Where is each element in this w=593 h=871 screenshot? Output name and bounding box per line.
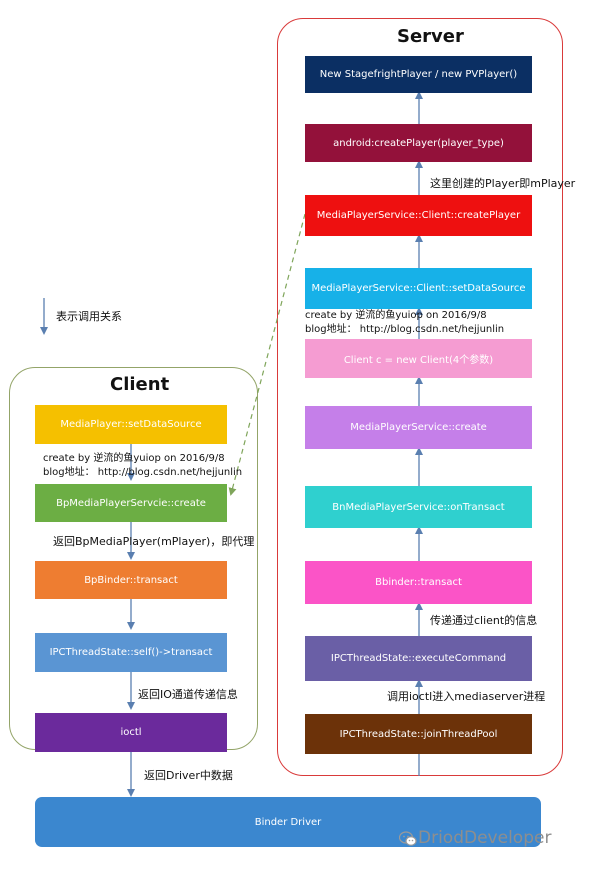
box-bn-on-transact: BnMediaPlayerService::onTransact — [305, 486, 532, 528]
box-bp-binder-transact: BpBinder::transact — [35, 561, 227, 599]
box-ioctl: ioctl — [35, 713, 227, 752]
note-client-info: 传递通过client的信息 — [430, 614, 538, 627]
note-ioctl: 调用ioctl进入mediaserver进程 — [387, 690, 546, 703]
box-set-data-source: MediaPlayer::setDataSource — [35, 405, 227, 444]
box-bbinder-transact: Bbinder::transact — [305, 561, 532, 604]
client-title: Client — [110, 374, 170, 395]
wechat-icon — [399, 831, 417, 846]
binder-driver: Binder Driver — [35, 797, 541, 847]
client-watermark-line2: blog地址： http://blog.csdn.net/hejjunlin — [43, 467, 243, 478]
client-watermark-line1: create by 逆流的鱼yuiop on 2016/9/8 — [43, 453, 225, 464]
note-return-proxy: 返回BpMediaPlayer(mPlayer)，即代理 — [53, 535, 255, 548]
box-join-thread-pool: IPCThreadState::joinThreadPool — [305, 714, 532, 754]
legend-label: 表示调用关系 — [56, 310, 122, 323]
box-new-client: Client c = new Client(4个参数) — [305, 339, 532, 378]
box-media-player-service-create: MediaPlayerService::create — [305, 406, 532, 449]
note-create-player: 这里创建的Player即mPlayer — [430, 177, 576, 190]
box-client-create-player: MediaPlayerService::Client::createPlayer — [305, 195, 532, 236]
note-return-driver: 返回Driver中数据 — [144, 769, 233, 782]
box-client-set-data-source: MediaPlayerService::Client::setDataSourc… — [305, 268, 532, 309]
server-watermark-line1: create by 逆流的鱼yuiop on 2016/9/8 — [305, 310, 487, 321]
box-bp-create: BpMediaPlayerServcie::create — [35, 484, 227, 522]
server-group — [277, 18, 563, 776]
dashed-return-arrow — [228, 213, 306, 496]
box-ipc-self-transact: IPCThreadState::self()->transact — [35, 633, 227, 672]
note-return-io: 返回IO通道传递信息 — [138, 688, 238, 701]
box-new-stagefright-player: New StagefrightPlayer / new PVPlayer() — [305, 56, 532, 93]
server-watermark-line2: blog地址： http://blog.csdn.net/hejjunlin — [305, 324, 505, 335]
brand-name: DriodDeveloper — [418, 828, 552, 848]
box-execute-command: IPCThreadState::executeCommand — [305, 636, 532, 681]
box-android-create-player: android:createPlayer(player_type) — [305, 124, 532, 162]
server-title: Server — [397, 26, 464, 47]
